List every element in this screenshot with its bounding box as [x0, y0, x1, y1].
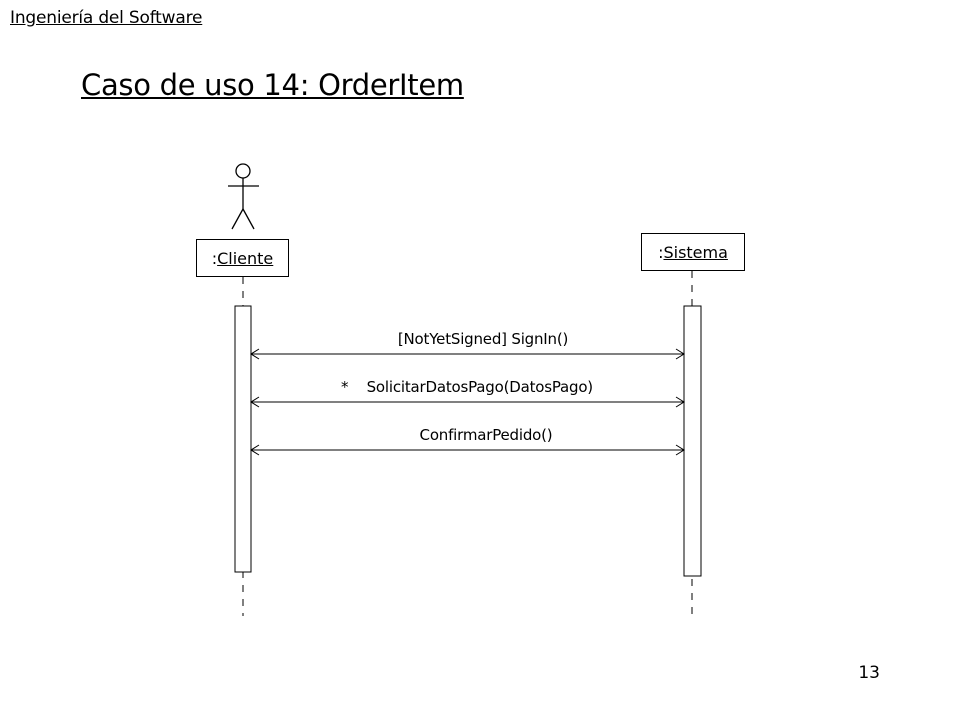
actor-left-leg: [231, 208, 244, 230]
lifeline-box-sistema: :Sistema: [641, 233, 745, 271]
message-arrow-solicitar: [250, 396, 685, 408]
lifeline-prefix: :: [658, 242, 664, 262]
lifeline-prefix: :: [211, 248, 218, 268]
slide-title: Caso de uso 14: OrderItem: [81, 68, 464, 102]
message-arrow-signin: [250, 348, 685, 360]
lifeline-label-cliente: Cliente: [217, 248, 274, 268]
actor-head: [235, 163, 251, 179]
lifeline-label-sistema: Sistema: [663, 242, 728, 262]
message-label-solicitar: * SolicitarDatosPago(DatosPago): [341, 378, 593, 396]
activation-bar-sistema: [683, 305, 702, 577]
lifeline-box-cliente: :Cliente: [196, 239, 289, 277]
message-label-confirmar: ConfirmarPedido(): [419, 426, 553, 444]
message-label-signin: [NotYetSigned] SignIn(): [397, 330, 569, 348]
activation-bar-cliente: [234, 305, 252, 573]
actor-icon: [228, 163, 259, 230]
page-number: 13: [858, 663, 880, 683]
actor-right-leg: [242, 208, 255, 230]
message-arrow-confirmar: [250, 444, 685, 456]
course-header: Ingeniería del Software: [10, 8, 203, 28]
